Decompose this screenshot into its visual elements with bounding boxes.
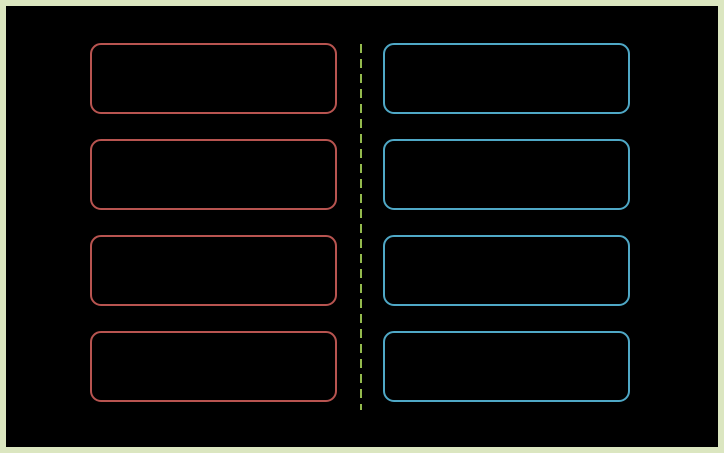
right-flow-box-3 xyxy=(383,235,630,306)
right-flow-box-4 xyxy=(383,331,630,402)
column-divider-dashed-line xyxy=(360,44,362,410)
right-flow-box-2 xyxy=(383,139,630,210)
left-flow-box-3 xyxy=(90,235,337,306)
right-flow-box-1 xyxy=(383,43,630,114)
left-flow-box-1 xyxy=(90,43,337,114)
left-flow-box-4 xyxy=(90,331,337,402)
left-flow-box-2 xyxy=(90,139,337,210)
right-column xyxy=(383,43,630,402)
left-column xyxy=(90,43,337,402)
